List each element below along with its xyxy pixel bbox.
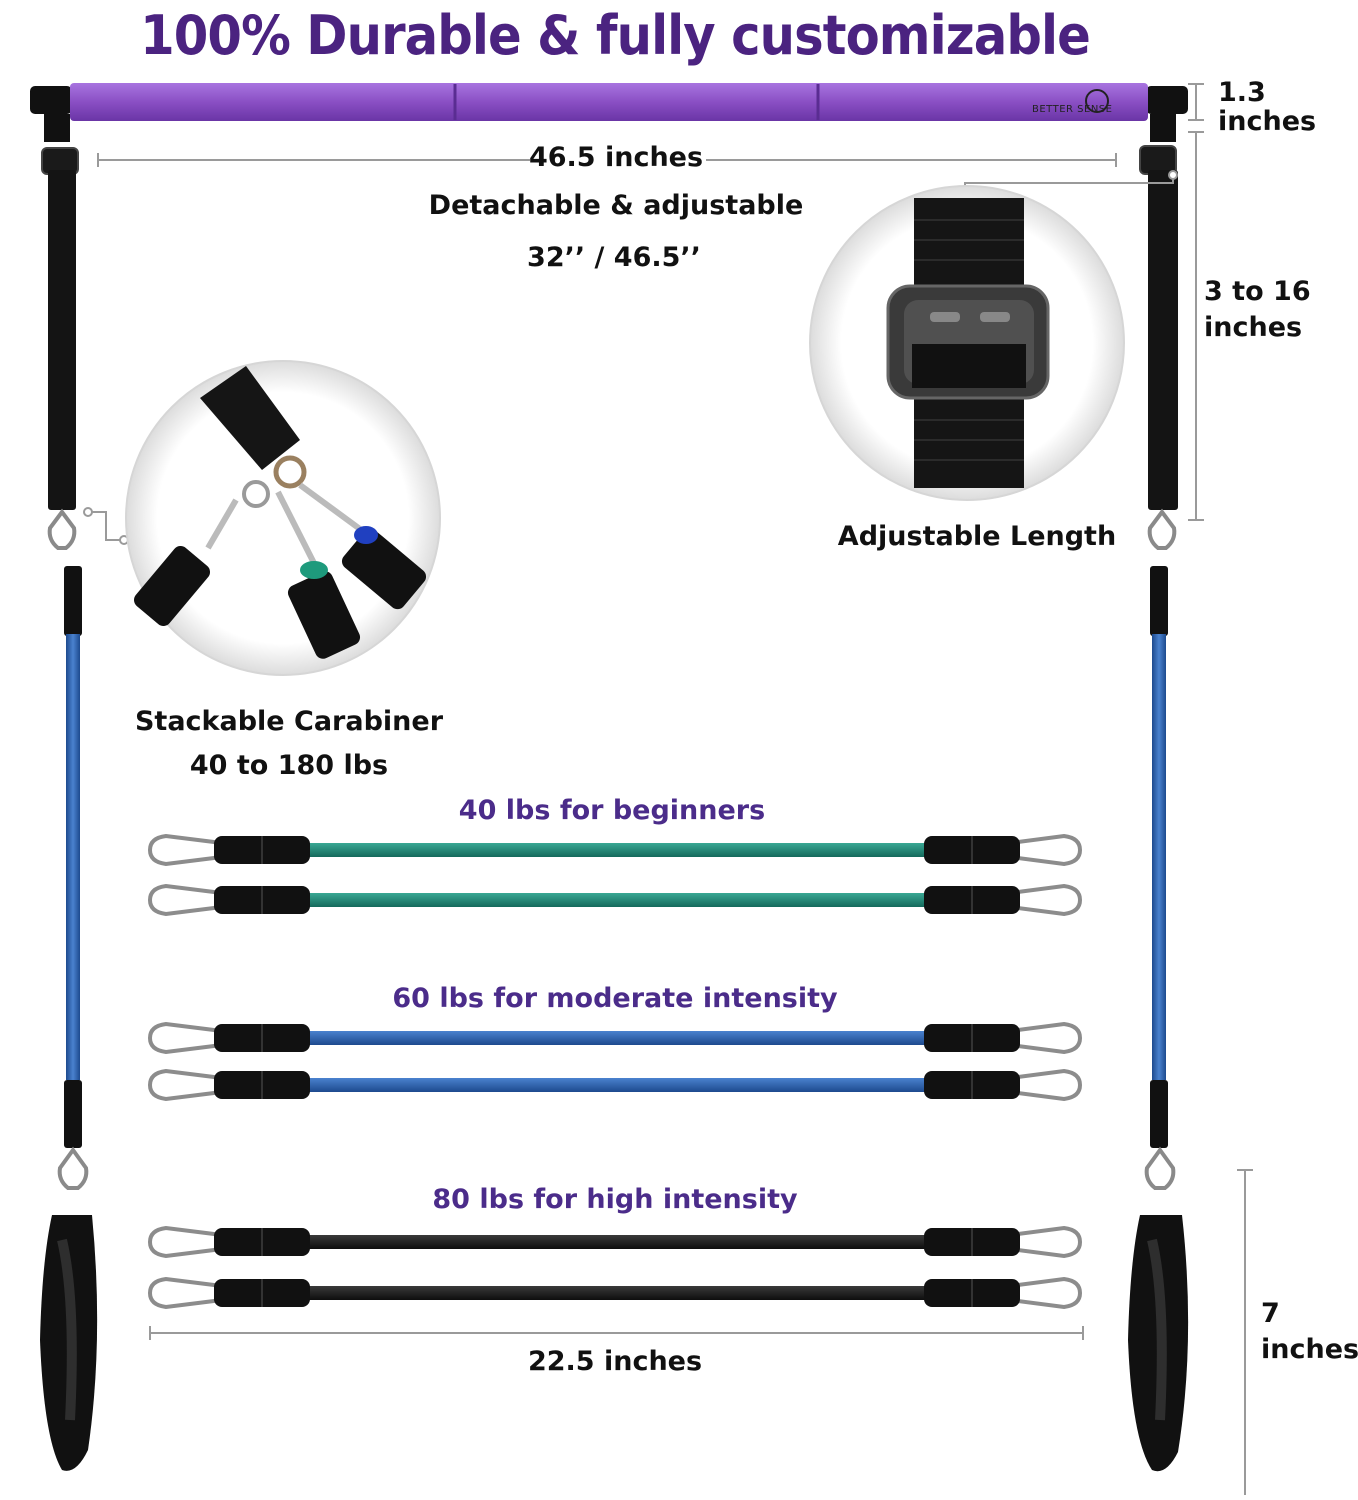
band-80lbs-2 <box>147 1276 1083 1310</box>
band-tube <box>300 1235 940 1249</box>
bar-diameter-unit: inches <box>1218 106 1317 137</box>
carabiner-right-icon <box>1009 833 1083 867</box>
band-tube <box>300 893 940 907</box>
carabiner-left-icon <box>147 883 223 917</box>
band-40lbs-1 <box>147 833 1083 867</box>
handle-length-value: 7 <box>1261 1298 1280 1329</box>
adjustable-length-detail <box>809 185 1125 501</box>
band-length-label: 22.5 inches <box>527 1346 703 1377</box>
carabiner-left-icon <box>147 1225 223 1259</box>
right-vertical-cord <box>1152 634 1166 1080</box>
carabiner-caption: Stackable Carabiner <box>134 706 444 737</box>
right-strap-buckle <box>1139 145 1177 175</box>
carabiner-left-icon <box>147 1021 223 1055</box>
band-40lbs-label: 40 lbs for beginners <box>458 795 766 826</box>
carabiner-right-icon <box>1009 1276 1083 1310</box>
right-strap-assembly <box>1128 114 1189 1472</box>
carabiner-right-icon <box>1009 883 1083 917</box>
left-vertical-cord <box>66 634 80 1080</box>
carabiner-right-icon <box>1009 1225 1083 1259</box>
band-tube <box>300 1286 940 1300</box>
handle-length-unit: inches <box>1261 1334 1358 1365</box>
left-strap <box>48 170 76 510</box>
carabiner-right-icon <box>1009 1068 1083 1102</box>
brand-logo-text: BETTER SENSE <box>1032 104 1113 115</box>
strap-length-value: 3 to 16 <box>1204 276 1311 307</box>
carabiner-right-icon <box>1009 1021 1083 1055</box>
band-40lbs-2 <box>147 883 1083 917</box>
bar-length-label: 46.5 inches <box>528 142 704 173</box>
bar-feature-label: Detachable & adjustable <box>428 190 804 221</box>
d-ring-icon <box>273 455 307 489</box>
strap-length-unit: inches <box>1204 312 1303 343</box>
brand-logo-icon <box>1085 89 1109 113</box>
page-title: 100% Durable & fully customizable <box>140 4 1091 67</box>
left-strap-assembly <box>40 114 98 1471</box>
pilates-bar <box>30 83 1188 121</box>
bar-foam-tube <box>70 83 1148 121</box>
resistance-bands <box>147 833 1083 1310</box>
band-tube <box>300 843 940 857</box>
right-strap <box>1148 170 1178 510</box>
band-tube <box>300 1031 940 1045</box>
carabiner-left-icon <box>147 1068 223 1102</box>
band-60lbs-2 <box>147 1068 1083 1102</box>
adjustable-length-caption: Adjustable Length <box>837 521 1117 552</box>
bar-end-cap-right <box>1146 86 1188 114</box>
band-80lbs-label: 80 lbs for high intensity <box>432 1184 798 1215</box>
bar-diameter-value: 1.3 <box>1218 77 1266 108</box>
carabiner-capacity: 40 to 180 lbs <box>189 750 389 781</box>
band-60lbs-label: 60 lbs for moderate intensity <box>392 983 838 1014</box>
carabiner-detail <box>125 360 441 676</box>
band-tube <box>300 1078 940 1092</box>
carabiner-left-icon <box>147 1276 223 1310</box>
dimension-lines <box>97 83 1253 1495</box>
band-60lbs-1 <box>147 1021 1083 1055</box>
carabiner-left-icon <box>147 833 223 867</box>
bar-sizes-label: 32’’ / 46.5’’ <box>527 242 701 273</box>
band-80lbs-1 <box>147 1225 1083 1259</box>
bar-end-cap-left <box>30 86 72 114</box>
